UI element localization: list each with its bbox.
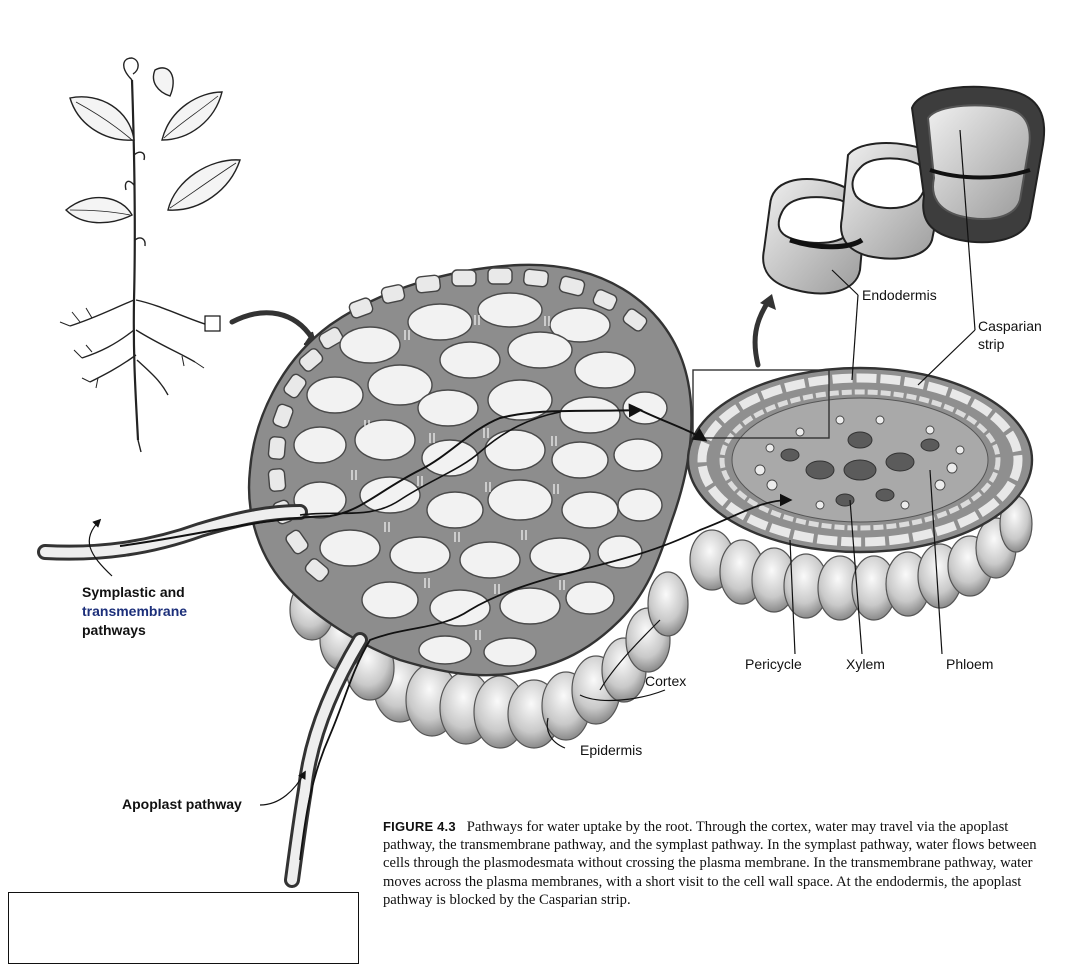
plant-drawing	[60, 58, 240, 452]
label-endodermis: Endodermis	[862, 287, 937, 304]
root-sample-box	[205, 316, 220, 331]
label-cortex: Cortex	[645, 673, 686, 690]
label-casparian-line2: strip	[978, 336, 1004, 353]
plant-root	[136, 300, 208, 325]
plant-root	[82, 330, 134, 358]
plant-root	[136, 330, 195, 362]
label-apoplast: Apoplast pathway	[122, 796, 242, 813]
zoom-arrow-root	[232, 313, 312, 338]
plant-root	[137, 360, 168, 395]
label-phloem: Phloem	[946, 656, 993, 673]
label-epidermis: Epidermis	[580, 742, 642, 759]
plant-shoot-tip	[124, 58, 138, 80]
label-pathways-line2: transmembrane	[82, 603, 187, 620]
figure-number: FIGURE 4.3	[383, 819, 456, 834]
label-pericycle: Pericycle	[745, 656, 802, 673]
label-pathways-line3: pathways	[82, 622, 146, 639]
endodermal-cells-inset	[763, 87, 1044, 294]
plant-leaf	[153, 68, 173, 96]
zoom-arrow-endodermis	[755, 302, 768, 365]
figure-caption: FIGURE 4.3 Pathways for water uptake by …	[383, 818, 1055, 909]
cortex-section	[249, 265, 691, 748]
vascular-cylinder	[688, 368, 1032, 620]
label-pathways-line1: Symplastic and	[82, 584, 185, 601]
label-xylem: Xylem	[846, 656, 885, 673]
label-casparian-line1: Casparian	[978, 318, 1042, 335]
blank-box	[8, 892, 359, 964]
plant-root	[90, 355, 136, 382]
caption-text: Pathways for water uptake by the root. T…	[383, 819, 1037, 908]
